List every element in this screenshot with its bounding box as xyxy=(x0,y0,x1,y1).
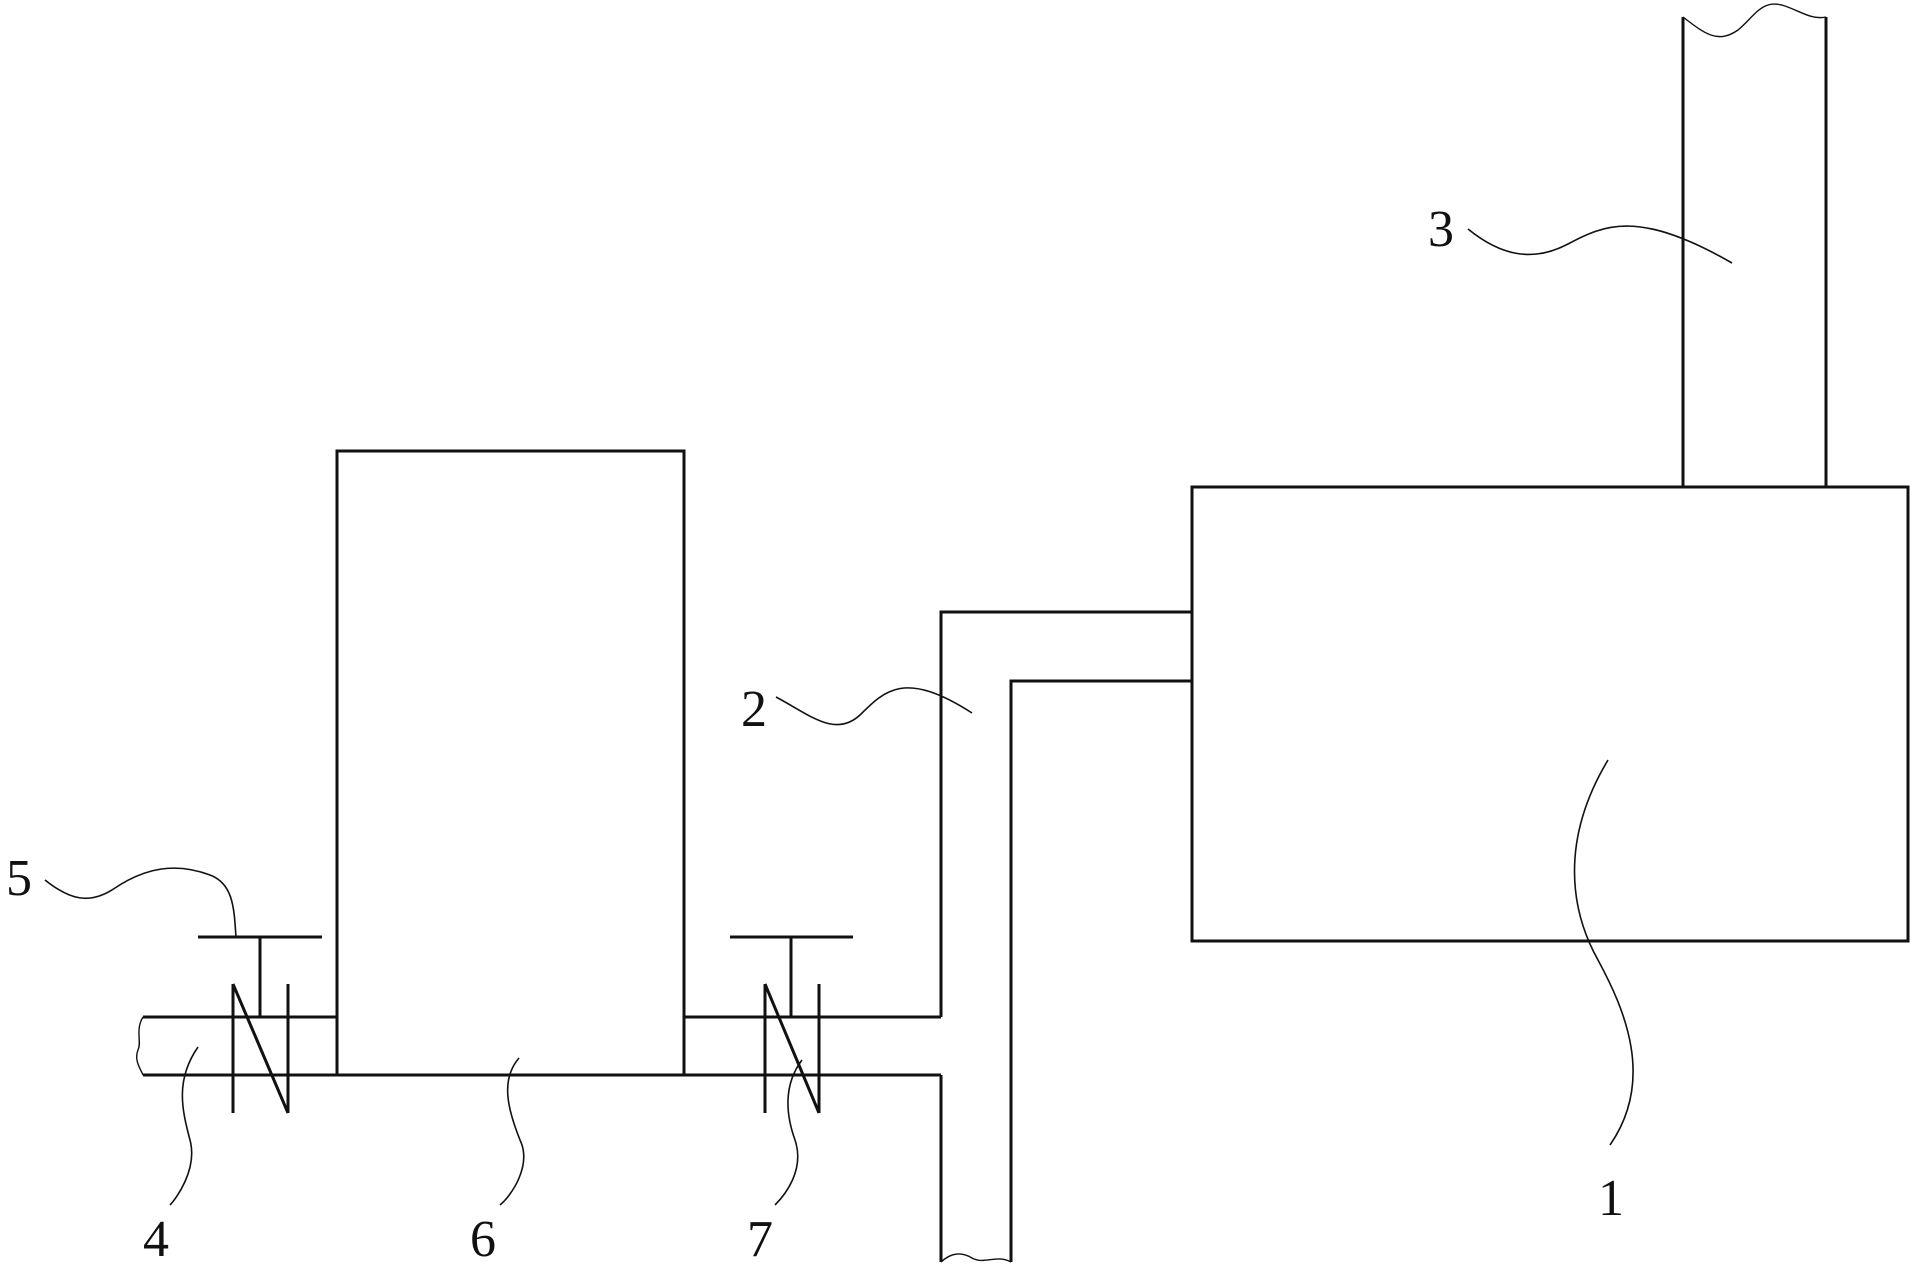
leader-5 xyxy=(44,867,237,938)
label-2: 2 xyxy=(741,681,767,738)
outlet-pipe xyxy=(684,1015,941,1077)
label-1: 1 xyxy=(1598,1170,1624,1227)
leader-2 xyxy=(775,687,973,726)
leader-6 xyxy=(499,1057,525,1206)
part-4-inlet-pipe xyxy=(135,1015,337,1077)
label-7: 7 xyxy=(747,1211,773,1266)
part-6-tank xyxy=(335,449,686,1077)
label-4: 4 xyxy=(143,1211,169,1266)
leader-4 xyxy=(169,1046,199,1206)
leader-1 xyxy=(1573,759,1634,1146)
part-2-flue-pipe xyxy=(939,610,1192,1263)
part-3-stack xyxy=(1681,3,1828,487)
label-5: 5 xyxy=(6,850,32,907)
part-5-valve xyxy=(198,935,322,1114)
label-3: 3 xyxy=(1428,201,1454,258)
part-7-valve xyxy=(730,935,853,1114)
part-1-box xyxy=(1190,485,1910,943)
label-6: 6 xyxy=(470,1211,496,1266)
leader-3 xyxy=(1467,225,1733,264)
leader-7 xyxy=(774,1059,803,1206)
